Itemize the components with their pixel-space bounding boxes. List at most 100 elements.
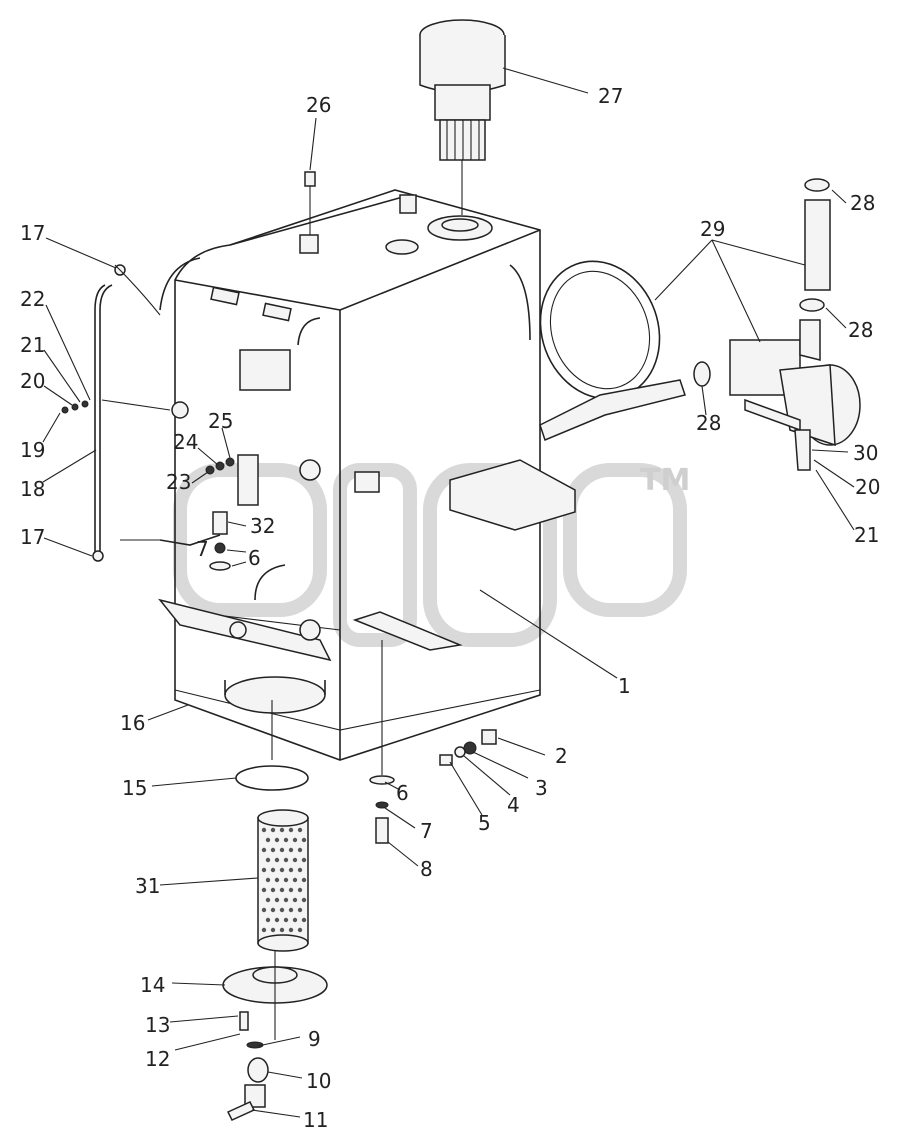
pump-assembly	[539, 178, 861, 471]
perforation-hole	[279, 867, 285, 873]
callout-16: 16	[120, 711, 145, 735]
callout-5: 5	[478, 811, 491, 835]
callout-15: 15	[122, 776, 147, 800]
callout-29: 29	[700, 217, 725, 241]
perforation-hole	[274, 837, 280, 843]
perforation-hole	[283, 877, 289, 883]
perforation-hole	[270, 827, 276, 833]
perforation-hole	[288, 867, 294, 873]
perforation-hole	[274, 857, 280, 863]
callout-12: 12	[145, 1047, 170, 1071]
perforation-hole	[270, 927, 276, 933]
callout-31: 31	[135, 874, 160, 898]
perforation-hole	[292, 897, 298, 903]
callout-22: 22	[20, 287, 45, 311]
callout-21: 21	[854, 523, 879, 547]
perforation-hole	[297, 907, 303, 913]
callout-2: 2	[555, 744, 568, 768]
bolt-stack	[369, 640, 395, 844]
perforation-hole	[274, 917, 280, 923]
perforation-hole	[297, 887, 303, 893]
perforation-hole	[283, 857, 289, 863]
callout-28: 28	[696, 411, 721, 435]
perforation-hole	[301, 897, 307, 903]
perforation-hole	[265, 917, 271, 923]
callout-32: 32	[250, 514, 275, 538]
callout-17: 17	[20, 221, 45, 245]
cap-26	[304, 171, 316, 235]
perforation-hole	[265, 837, 271, 843]
perforation-hole	[292, 917, 298, 923]
callout-7: 7	[196, 537, 209, 561]
perforation-hole	[288, 887, 294, 893]
perforation-hole	[288, 907, 294, 913]
perforation-hole	[265, 877, 271, 883]
callout-20: 20	[20, 369, 45, 393]
perforation-hole	[283, 897, 289, 903]
callout-10: 10	[306, 1069, 331, 1093]
perforation-hole	[288, 847, 294, 853]
callout-3: 3	[535, 776, 548, 800]
perforation-hole	[297, 827, 303, 833]
perforation-hole	[270, 887, 276, 893]
perforation-hole	[270, 907, 276, 913]
perforation-hole	[288, 827, 294, 833]
perforation-hole	[270, 867, 276, 873]
callout-7: 7	[420, 819, 433, 843]
perforation-hole	[265, 897, 271, 903]
filler-neck-assembly	[419, 19, 506, 215]
callout-labels: 1 2 3 4 5 6 6 7 7 8 9 10 11 12 13 14 15 …	[20, 84, 880, 1132]
callout-20: 20	[855, 475, 880, 499]
drain-plug	[439, 729, 497, 766]
perforation-hole	[297, 847, 303, 853]
callout-4: 4	[507, 793, 520, 817]
perforation-hole	[297, 867, 303, 873]
perforation-hole	[274, 877, 280, 883]
perforation-hole	[279, 847, 285, 853]
perforation-hole	[261, 927, 267, 933]
gauge-fittings	[205, 457, 235, 571]
perforation-hole	[274, 897, 280, 903]
callout-27: 27	[598, 84, 623, 108]
perforation-hole	[261, 867, 267, 873]
perforation-hole	[301, 857, 307, 863]
perforation-hole	[279, 907, 285, 913]
perforation-hole	[292, 837, 298, 843]
callout-19: 19	[20, 438, 45, 462]
leader-lines	[42, 67, 855, 1118]
callout-28: 28	[848, 318, 873, 342]
callout-14: 14	[140, 973, 165, 997]
perforation-hole	[261, 827, 267, 833]
callout-18: 18	[20, 477, 45, 501]
callout-21: 21	[20, 333, 45, 357]
perforation-hole	[301, 917, 307, 923]
tank-body	[158, 189, 576, 761]
filter-perforations	[261, 827, 307, 933]
callout-1: 1	[618, 674, 631, 698]
callout-26: 26	[306, 93, 331, 117]
perforation-hole	[292, 857, 298, 863]
perforation-hole	[261, 887, 267, 893]
callout-23: 23	[166, 470, 191, 494]
perforation-hole	[301, 877, 307, 883]
perforation-hole	[288, 927, 294, 933]
perforation-hole	[292, 877, 298, 883]
perforation-hole	[261, 847, 267, 853]
perforation-hole	[279, 927, 285, 933]
callout-17: 17	[20, 525, 45, 549]
breather-pipe	[61, 264, 189, 562]
callout-9: 9	[308, 1027, 321, 1051]
callout-13: 13	[145, 1013, 170, 1037]
perforation-hole	[265, 857, 271, 863]
callout-8: 8	[420, 857, 433, 881]
callout-6: 6	[248, 546, 261, 570]
perforation-hole	[283, 917, 289, 923]
callout-28: 28	[850, 191, 875, 215]
callout-11: 11	[303, 1108, 328, 1132]
perforation-hole	[279, 887, 285, 893]
filter-assembly	[222, 700, 328, 1121]
perforation-hole	[283, 837, 289, 843]
perforation-hole	[279, 827, 285, 833]
callout-24: 24	[173, 430, 198, 454]
